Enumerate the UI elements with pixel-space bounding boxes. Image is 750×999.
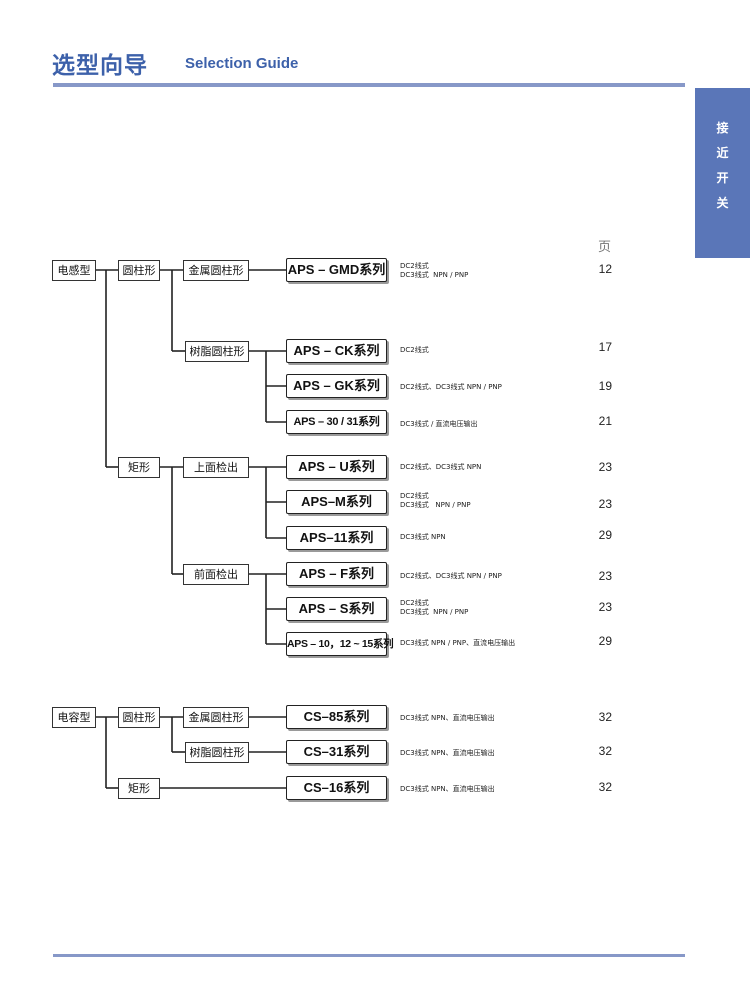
product-description: DC2线式 DC3线式 NPN / PNP xyxy=(400,492,471,509)
page-title-cn: 选型向导 xyxy=(52,53,148,79)
product-button[interactable]: APS – GMD系列 xyxy=(286,258,387,282)
subtype-resin-cylinder[interactable]: 树脂圆柱形 xyxy=(185,341,249,362)
product-description: DC3线式 NPN xyxy=(400,533,446,541)
page-number: 23 xyxy=(598,497,612,511)
shape-cylinder[interactable]: 圆柱形 xyxy=(118,707,160,728)
page-number: 12 xyxy=(598,262,612,276)
page-number: 23 xyxy=(598,569,612,583)
page-number: 29 xyxy=(598,528,612,542)
product-description: DC2线式、DC3线式 NPN / PNP xyxy=(400,572,502,580)
page-number: 29 xyxy=(598,634,612,648)
subtype-front-detect[interactable]: 前面检出 xyxy=(183,564,249,585)
product-description: DC3线式 / 直流电压输出 xyxy=(400,420,478,428)
header-rule xyxy=(53,83,685,87)
product-button[interactable]: APS – GK系列 xyxy=(286,374,387,398)
subtype-resin-cylinder[interactable]: 树脂圆柱形 xyxy=(185,742,249,763)
page-title-en: Selection Guide xyxy=(185,55,299,72)
product-description: DC3线式 NPN、直流电压输出 xyxy=(400,785,495,793)
page-column-header: 页 xyxy=(598,240,612,255)
side-tab-label: 接 近 开 关 xyxy=(716,121,729,210)
page-number: 19 xyxy=(598,379,612,393)
page-number: 32 xyxy=(598,744,612,758)
product-description: DC2线式 DC3线式 NPN / PNP xyxy=(400,262,469,279)
page-number: 21 xyxy=(598,414,612,428)
product-button[interactable]: APS – CK系列 xyxy=(286,339,387,363)
product-description: DC2线式、DC3线式 NPN xyxy=(400,463,482,471)
page-number: 23 xyxy=(598,600,612,614)
page-number: 23 xyxy=(598,460,612,474)
subtype-metal-cylinder[interactable]: 金属圆柱形 xyxy=(183,260,249,281)
category-capacitive[interactable]: 电容型 xyxy=(52,707,96,728)
product-button[interactable]: CS–31系列 xyxy=(286,740,387,764)
product-description: DC3线式 NPN、直流电压输出 xyxy=(400,714,495,722)
product-button[interactable]: APS – 30 / 31系列 xyxy=(286,410,387,434)
product-button[interactable]: APS–M系列 xyxy=(286,490,387,514)
footer-rule xyxy=(53,954,685,957)
product-button[interactable]: CS–85系列 xyxy=(286,705,387,729)
subtype-top-detect[interactable]: 上面检出 xyxy=(183,457,249,478)
product-button[interactable]: APS – U系列 xyxy=(286,455,387,479)
product-description: DC2线式、DC3线式 NPN / PNP xyxy=(400,383,502,391)
subtype-metal-cylinder[interactable]: 金属圆柱形 xyxy=(183,707,249,728)
shape-cylinder[interactable]: 圆柱形 xyxy=(118,260,160,281)
product-description: DC2线式 xyxy=(400,346,429,354)
side-tab[interactable]: 接 近 开 关 xyxy=(695,88,750,258)
category-inductive[interactable]: 电感型 xyxy=(52,260,96,281)
page-number: 32 xyxy=(598,780,612,794)
product-button[interactable]: APS–11系列 xyxy=(286,526,387,550)
shape-rect[interactable]: 矩形 xyxy=(118,778,160,799)
product-button[interactable]: APS – S系列 xyxy=(286,597,387,621)
product-button[interactable]: APS – 10，12 ~ 15系列 xyxy=(286,632,394,656)
product-button[interactable]: APS – F系列 xyxy=(286,562,387,586)
page-number: 17 xyxy=(598,340,612,354)
product-description: DC2线式 DC3线式 NPN / PNP xyxy=(400,599,469,616)
product-button[interactable]: CS–16系列 xyxy=(286,776,387,800)
product-description: DC3线式 NPN / PNP、直流电压输出 xyxy=(400,639,516,647)
shape-rect[interactable]: 矩形 xyxy=(118,457,160,478)
page-number: 32 xyxy=(598,710,612,724)
product-description: DC3线式 NPN、直流电压输出 xyxy=(400,749,495,757)
